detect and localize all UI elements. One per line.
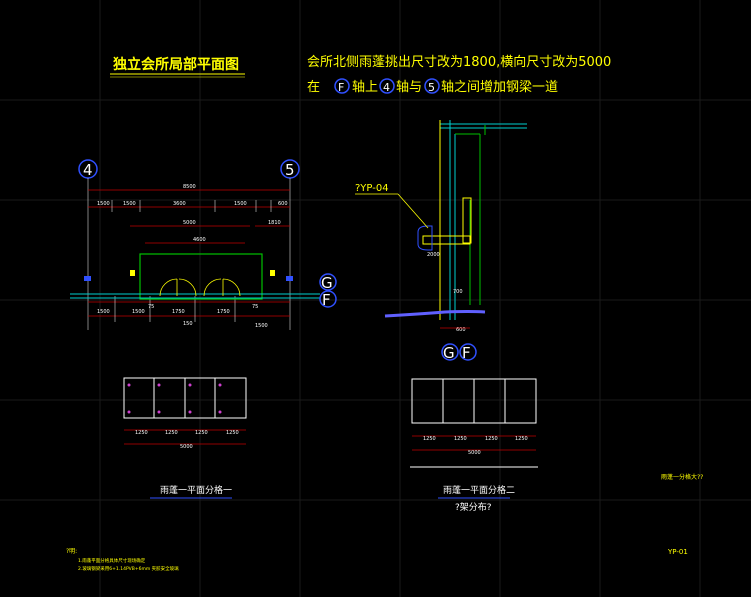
section-callout-label: ?YP-04: [355, 183, 389, 194]
canopy-outline: [139, 253, 263, 300]
plan-dim-bottom-4: 1750: [217, 309, 230, 315]
plan-dim-mid-2: 4600: [193, 237, 206, 243]
plan-columns: [84, 270, 293, 281]
section-structure: [455, 125, 486, 305]
general-notes: ?明: 1.雨蓬平面分格具体尺寸现场确定 2.玻璃钢梁采用6+1.14PVB+6…: [66, 548, 179, 572]
axis-F-label: F: [322, 291, 331, 309]
plan-dim-overall: 8500: [183, 184, 196, 190]
change-note-line1: 会所北侧雨蓬挑出尺寸改为1800,横向尺寸改为5000: [307, 54, 611, 70]
canopy1-dim-4: 1250: [226, 430, 239, 436]
building-wall: [70, 293, 320, 299]
plan-dim-top-1: 1500: [97, 201, 110, 207]
note2-axis-4: 4: [383, 81, 390, 94]
section-dim-1: 2000: [427, 252, 440, 258]
note2-axis-F: F: [338, 81, 344, 94]
section-post: [462, 197, 472, 244]
plan-dim-bottom-3: 1750: [172, 309, 185, 315]
plan-dim-misc-1: 75: [148, 304, 154, 310]
plan-dim-top-5: 600: [278, 201, 288, 207]
canopy1-caption: 雨蓬一平面分格一: [160, 484, 232, 496]
sheet-number: YP-01: [667, 548, 688, 556]
axis-F-circle: [319, 290, 337, 308]
section-axis-G-circle: [441, 343, 459, 361]
canopy1-dim-3: 1250: [195, 430, 208, 436]
section-dim-3: 600: [456, 327, 466, 333]
change-note-line2: 在 F 轴上 4 轴与 5 轴之间增加钢梁一道: [307, 78, 558, 95]
canopy1-dim-1: 1250: [135, 430, 148, 436]
plan-dim-misc-2: 75: [252, 304, 258, 310]
section-wall-lines: [440, 120, 527, 320]
notes-line-2: 2.玻璃钢梁采用6+1.14PVB+6mm 夹胶安全玻璃: [78, 565, 179, 572]
canopy1-fixings: [127, 383, 222, 414]
canopy-layout-2: 1250 1250 1250 1250 5000 雨蓬一平面分格二 ?架分布?: [410, 378, 538, 513]
canopy2-mullions: [442, 379, 506, 423]
section-axis-G: G: [443, 344, 455, 362]
canopy2-dim-total: 5000: [468, 450, 481, 456]
note2-part-d: 轴之间增加钢梁一道: [441, 80, 558, 95]
axis-5-bubble: [424, 78, 440, 94]
callout-leader: [397, 193, 429, 229]
section-canopy: [422, 235, 471, 245]
note2-part-a: 在: [307, 80, 320, 95]
plan-dim-top-3: 3600: [173, 201, 186, 207]
canopy1-dim-2: 1250: [165, 430, 178, 436]
plan-dim-misc-3: 150: [183, 321, 193, 327]
plan-view: 4 5 8500 1500 1500 3600 1500 600 5000: [70, 159, 337, 330]
section-detail-callout: [417, 225, 433, 251]
canopy2-dim-1: 1250: [423, 436, 436, 442]
canopy2-subcaption: ?架分布?: [455, 501, 492, 513]
canopy2-dim-2: 1250: [454, 436, 467, 442]
section-axis-F-circle: [459, 343, 477, 361]
axis-4-label: 4: [83, 161, 93, 179]
plan-dim-mid-3: 1810: [268, 220, 281, 226]
note2-axis-5: 5: [428, 81, 435, 94]
plan-dim-lines: [88, 189, 290, 317]
notes-line-1: 1.雨蓬平面分格具体尺寸现场确定: [78, 557, 146, 564]
canopy-layout-1: 1250 1250 1250 1250 5000 雨蓬一平面分格一: [123, 377, 247, 499]
plan-dim-top-2: 1500: [123, 201, 136, 207]
section-ground-slab: [384, 310, 486, 318]
axis-4-bubble: [379, 78, 395, 94]
note2-part-b: 轴上: [352, 80, 378, 95]
right-note: 雨蓬一分格大??: [661, 473, 703, 481]
plan-dim-ticks: [111, 200, 272, 322]
door-swings: [159, 278, 241, 297]
plan-dim-bottom-1: 1500: [97, 309, 110, 315]
canopy2-dim-4: 1250: [515, 436, 528, 442]
axis-5-label: 5: [285, 161, 295, 179]
section-dim-2: 700: [453, 289, 463, 295]
section-axis-F: F: [462, 344, 471, 362]
plan-dim-top-4: 1500: [234, 201, 247, 207]
canopy1-dim-total: 5000: [180, 444, 193, 450]
notes-title: ?明:: [66, 548, 77, 555]
canopy2-dim-3: 1250: [485, 436, 498, 442]
note2-part-c: 轴与: [396, 80, 422, 95]
axis-G-circle: [319, 273, 337, 291]
canopy2-caption: 雨蓬一平面分格二: [443, 484, 515, 496]
plan-dim-bottom-5: 1500: [255, 323, 268, 329]
axis-F-bubble: [334, 78, 350, 94]
axis-G-label: G: [321, 274, 333, 292]
plan-dim-bottom-2: 1500: [132, 309, 145, 315]
drawing-title: 独立会所局部平面图: [113, 56, 239, 73]
plan-dim-mid-1: 5000: [183, 220, 196, 226]
section-view: ?YP-04 2000 700 600 G F: [355, 120, 527, 362]
canopy1-mullions: [153, 378, 216, 418]
